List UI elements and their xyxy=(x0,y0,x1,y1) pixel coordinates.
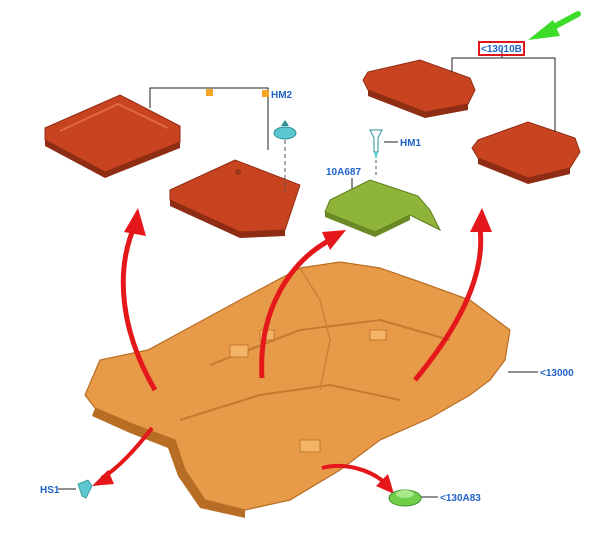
grommet-plug-icon[interactable] xyxy=(388,489,422,507)
red-arrow-hs1 xyxy=(92,426,154,486)
front-right-floor-mat[interactable] xyxy=(169,159,301,238)
front-mats-marker xyxy=(206,89,213,96)
rear-left-floor-mat[interactable] xyxy=(362,59,476,118)
red-arrow-front-mats xyxy=(120,208,158,392)
insulator-panel[interactable] xyxy=(324,179,442,237)
hm1-pin-icon[interactable] xyxy=(369,129,383,160)
red-arrow-grommet xyxy=(321,463,394,494)
grommet-label: <130A83 xyxy=(440,493,481,504)
red-arrow-rear-mats xyxy=(413,208,492,382)
front-mats-leader xyxy=(149,87,269,150)
rear-right-floor-mat[interactable] xyxy=(471,121,581,184)
hm2-clip-icon[interactable] xyxy=(273,120,297,140)
red-arrow-insulator xyxy=(259,230,346,379)
hs1-label: HS1 xyxy=(40,485,60,496)
floor-carpet[interactable] xyxy=(84,261,511,518)
rear-mats-highlight-box xyxy=(478,41,525,56)
insulator-label: 10A687 xyxy=(326,167,361,178)
green-arrow-icon xyxy=(528,11,581,40)
front-left-floor-mat[interactable] xyxy=(44,94,181,178)
hs1-screw-icon[interactable] xyxy=(77,479,93,499)
hm2-label: HM2 xyxy=(271,90,293,101)
carpet-label: <13000 xyxy=(540,368,574,379)
hm2-marker xyxy=(262,90,269,97)
rear-mats-leader xyxy=(451,48,556,132)
rear-mats-label: <13010B xyxy=(481,44,522,55)
hm1-label: HM1 xyxy=(400,138,422,149)
